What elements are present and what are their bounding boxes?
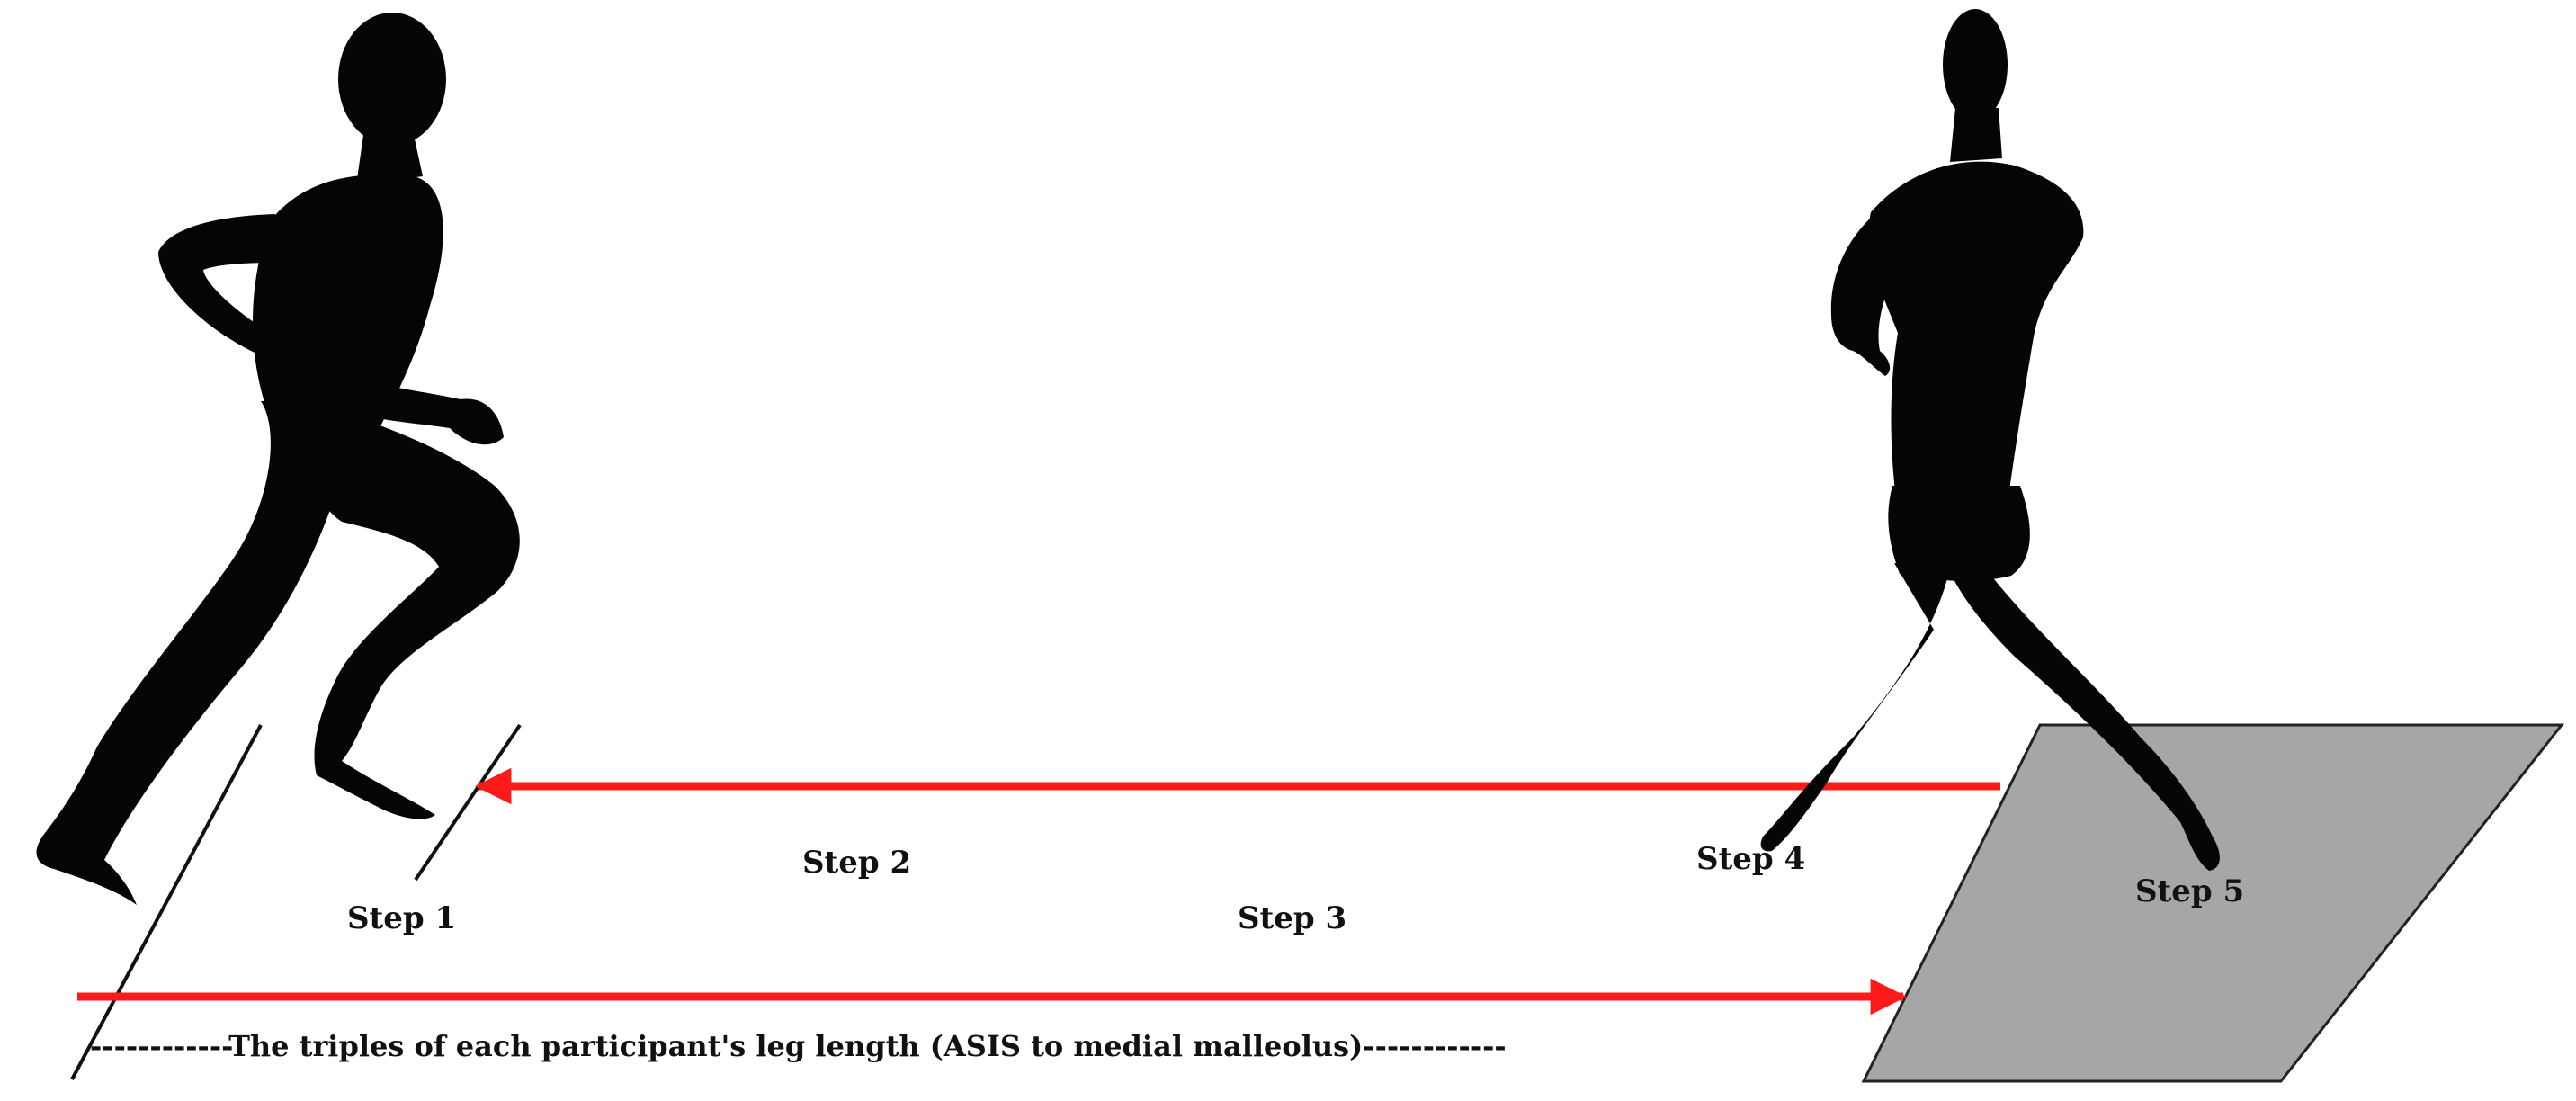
step1-label: Step 1 [347,900,456,936]
step5-label: Step 5 [2135,873,2244,909]
start-line [70,724,263,1080]
step1-line [414,723,522,882]
caption: ------------The triples of each particip… [90,1029,1507,1063]
step4-label: Step 4 [1696,841,1805,877]
landing-pad [1861,723,2565,1083]
step2-label: Step 2 [802,845,911,881]
step3-label: Step 3 [1238,900,1346,936]
landing-person-icon [1760,9,2220,871]
running-person-icon [36,13,520,905]
